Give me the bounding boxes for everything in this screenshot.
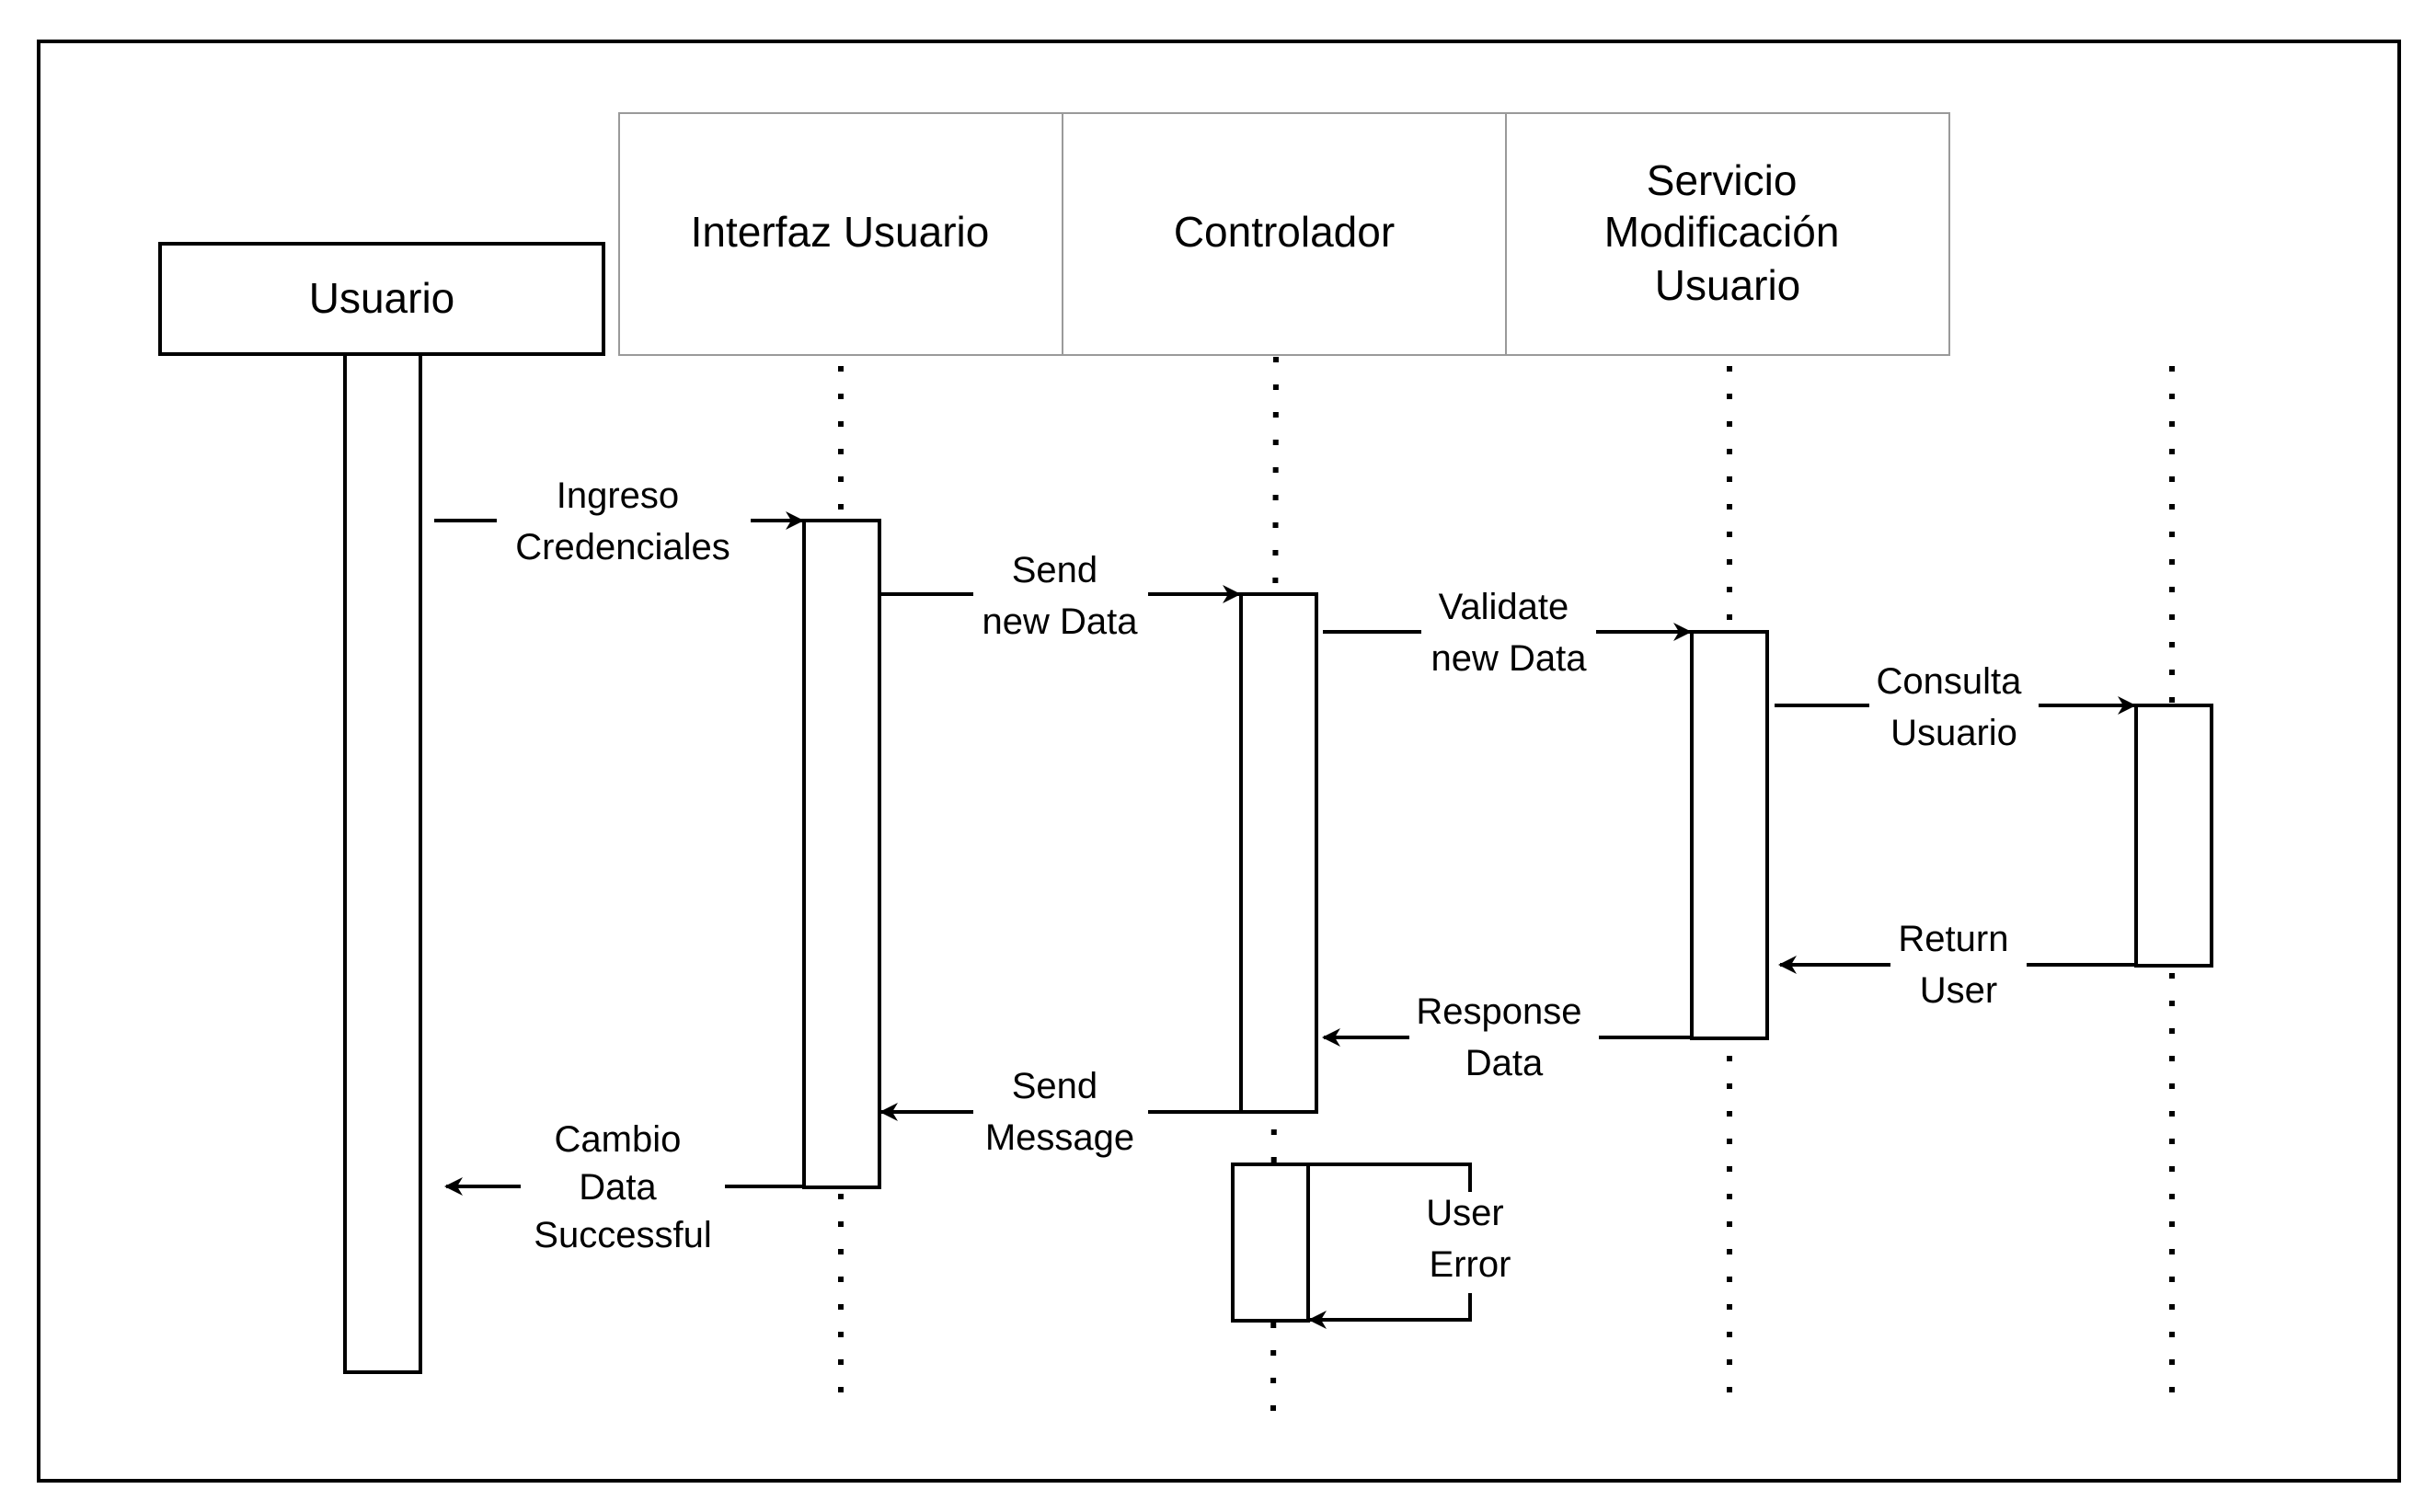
activation-controlador-self bbox=[1231, 1163, 1310, 1323]
label-ingreso-credenciales: Ingreso Credenciales bbox=[497, 469, 751, 570]
diagram-frame bbox=[37, 40, 2401, 1483]
svg-text:User Error: User Error bbox=[1426, 1193, 1514, 1285]
participant-controlador-box bbox=[1062, 112, 1507, 356]
activation-servicio bbox=[1690, 630, 1769, 1040]
activation-fifth bbox=[2134, 704, 2213, 968]
participant-controlador-label: Controlador bbox=[1174, 208, 1395, 256]
svg-text:Response Data: Response Data bbox=[1416, 991, 1591, 1083]
svg-text:Send new Data: Send new Data bbox=[982, 550, 1139, 642]
activation-interfaz bbox=[802, 519, 881, 1189]
participant-interfaz-box bbox=[618, 112, 1063, 356]
svg-text:Consulta Usuario: Consulta Usuario bbox=[1877, 661, 2032, 753]
label-return-user: Return User bbox=[1890, 912, 2027, 1014]
svg-text:Return User: Return User bbox=[1898, 919, 2018, 1011]
label-send-message: Send Message bbox=[973, 1060, 1148, 1161]
label-response-data: Response Data bbox=[1409, 986, 1599, 1087]
participant-interfaz-label: Interfaz Usuario bbox=[691, 208, 990, 256]
svg-text:Validate new Data: Validate new Data bbox=[1431, 587, 1588, 679]
label-cambio-data-successful: Cambio Data Successful bbox=[521, 1115, 725, 1262]
svg-text:Cambio Data Succes: Cambio Data Successful bbox=[534, 1119, 711, 1255]
svg-text:Send Message: Send Message bbox=[985, 1066, 1134, 1158]
participant-servicio-label: Servicio Modificación Usuario bbox=[1604, 156, 1851, 309]
label-validate-new-data: Validate new Data bbox=[1421, 581, 1596, 682]
label-send-new-data: Send new Data bbox=[973, 543, 1148, 644]
activation-usuario bbox=[343, 352, 422, 1374]
svg-text:Ingreso Credenciales: Ingreso Credenciales bbox=[515, 475, 730, 567]
participant-usuario-label: Usuario bbox=[309, 274, 455, 322]
activation-controlador bbox=[1239, 592, 1318, 1114]
label-user-error: User Error bbox=[1417, 1192, 1523, 1293]
participant-servicio-box bbox=[1505, 112, 1950, 356]
label-consulta-usuario: Consulta Usuario bbox=[1869, 655, 2039, 756]
